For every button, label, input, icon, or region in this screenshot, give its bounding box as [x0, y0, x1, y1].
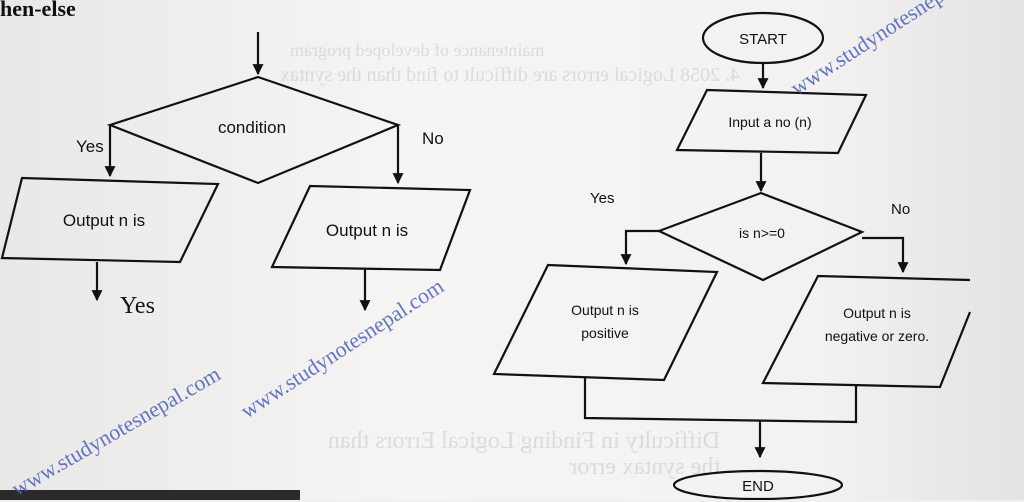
output-text: positive	[581, 325, 629, 341]
decision-label: is n>=0	[739, 225, 785, 241]
section-heading: hen-else	[0, 0, 76, 21]
output-box-no	[270, 184, 472, 272]
end-label: END	[742, 478, 774, 495]
merge-line	[583, 377, 858, 424]
arrow-yes	[620, 229, 659, 266]
no-label: No	[422, 129, 444, 148]
end-terminal	[672, 469, 844, 500]
yes-label: Yes	[76, 137, 104, 156]
output-text: Output n is	[843, 305, 911, 321]
output-box-yes	[0, 176, 220, 264]
output-text: Output n is	[571, 302, 639, 318]
output-text: Output n is	[326, 221, 408, 240]
output-box-negative	[761, 274, 972, 389]
yes-label: Yes	[120, 293, 155, 319]
input-label: Input a no (n)	[728, 114, 811, 130]
output-text: negative or zero.	[825, 328, 929, 344]
arrow-no	[862, 236, 909, 274]
decision-label: condition	[218, 118, 286, 137]
no-label: No	[891, 201, 910, 218]
page-edge	[0, 490, 300, 500]
output-text: Output n is	[63, 211, 145, 230]
decision-diamond	[656, 191, 865, 282]
input-box	[675, 88, 868, 155]
start-label: START	[739, 31, 787, 48]
yes-label: Yes	[590, 190, 614, 207]
output-box-positive	[492, 263, 719, 382]
